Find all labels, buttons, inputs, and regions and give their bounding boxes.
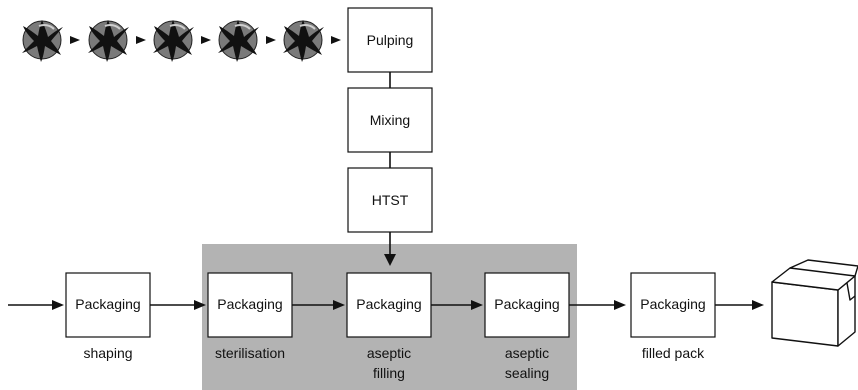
caption-aseptic-sealing-line1: aseptic	[505, 345, 549, 361]
fruit-icon	[87, 19, 130, 63]
pulping-box	[347, 7, 433, 73]
packaging-box-aseptic-filling	[346, 272, 432, 338]
packaging-label: Packaging	[640, 296, 705, 312]
caption-sterilisation: sterilisation	[215, 345, 285, 361]
pulping-label: Pulping	[367, 32, 414, 48]
chain-arrowhead	[266, 36, 276, 44]
fruit-icon	[282, 19, 325, 63]
caption-filled-pack: filled pack	[642, 345, 705, 361]
htst-box	[347, 167, 433, 233]
caption-aseptic-sealing-line2: sealing	[505, 365, 549, 381]
caption-aseptic-filling-line2: filling	[373, 365, 405, 381]
cardboard-box-icon	[771, 259, 858, 347]
fruit-icon	[217, 19, 260, 63]
arrowhead	[333, 300, 345, 310]
arrowhead	[194, 300, 206, 310]
chain-arrowhead	[136, 36, 146, 44]
caption-aseptic-filling-line1: aseptic	[367, 345, 411, 361]
arrowhead	[752, 300, 764, 310]
arrowhead	[471, 300, 483, 310]
fruit-icon	[152, 19, 195, 63]
chain-arrowhead	[70, 36, 80, 44]
packaging-label: Packaging	[75, 296, 140, 312]
packaging-box-filled-pack	[630, 272, 716, 338]
arrowhead	[614, 300, 626, 310]
packaging-label: Packaging	[217, 296, 282, 312]
caption-shaping: shaping	[83, 345, 132, 361]
packaging-label: Packaging	[356, 296, 421, 312]
htst-to-filling-arrowhead	[384, 254, 396, 266]
fruit-chain	[21, 19, 341, 63]
packaging-box-aseptic-sealing	[484, 272, 570, 338]
packaging-label: Packaging	[494, 296, 559, 312]
htst-label: HTST	[372, 192, 409, 208]
inflow-arrowhead	[52, 300, 64, 310]
chain-arrowhead	[331, 36, 341, 44]
fruit-icon	[21, 19, 64, 63]
packaging-box-sterilisation	[207, 272, 293, 338]
chain-arrowhead	[201, 36, 211, 44]
mixing-label: Mixing	[370, 112, 410, 128]
